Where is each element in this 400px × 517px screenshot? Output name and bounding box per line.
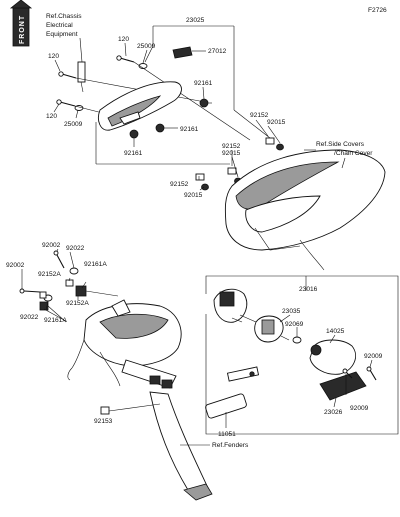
label-120-c: 120 (46, 113, 57, 120)
rear-fender-bracket (67, 299, 213, 501)
label-92022-b: 92022 (20, 314, 39, 321)
label-120-a: 120 (118, 36, 129, 43)
ref-chassis-line2: Electrical (46, 22, 73, 29)
label-23026: 23026 (324, 409, 343, 416)
screw-120-right (116, 55, 135, 63)
label-23035: 23035 (282, 308, 301, 315)
label-92153: 92153 (94, 418, 113, 425)
bracket-92152 (95, 109, 271, 165)
ref-side-covers: Ref.Side Covers /Chain Cover (316, 141, 373, 169)
plate-light-11051 (205, 393, 247, 428)
label-92009-a: 92009 (364, 353, 383, 360)
label-92009-b: 92009 (350, 405, 369, 412)
front-arrow-badge: FRONT (9, 0, 33, 47)
pad-27012 (172, 46, 206, 59)
ref-fenders: Ref.Fenders (180, 442, 249, 449)
part-labels: 23025 27012 120 25009 120 120 25009 9216… (6, 17, 383, 438)
ref-fenders-text: Ref.Fenders (212, 442, 249, 449)
tail-cowl-23025 (98, 81, 182, 131)
collar-92152A (39, 279, 74, 299)
label-92161A-a: 92161A (84, 261, 107, 268)
label-92015-b: 92015 (222, 150, 241, 157)
label-92161-b: 92161 (180, 126, 199, 133)
label-92161-a: 92161 (194, 80, 213, 87)
label-11051: 11051 (218, 431, 236, 438)
ref-chassis-line1: Ref.Chassis (46, 13, 82, 20)
label-92161A-b: 92161A (44, 317, 67, 324)
screw-92002-b (19, 288, 41, 294)
label-92152A-a: 92152A (38, 271, 61, 278)
lens-cover-23026 (319, 371, 367, 401)
screw-120-lower (56, 99, 76, 107)
ref-side-covers-line2: /Chain Cover (334, 150, 373, 157)
nut-92153 (100, 403, 161, 415)
label-92161-c: 92161 (124, 150, 143, 157)
bracket-23025 (144, 25, 235, 110)
screw-120-top (58, 71, 77, 79)
screws-92009 (342, 366, 377, 381)
connector-plug (77, 61, 86, 93)
bulb-socket-23035 (239, 314, 284, 343)
label-120-b: 120 (48, 53, 59, 60)
screw-92002-a (53, 250, 65, 269)
front-badge-text: FRONT (19, 15, 26, 44)
label-92152A-b: 92152A (66, 300, 89, 307)
ref-side-covers-line1: Ref.Side Covers (316, 141, 365, 148)
label-92069: 92069 (285, 321, 304, 328)
label-23016: 23016 (299, 286, 318, 293)
rear-seat-cowl (224, 149, 386, 271)
plate-light-mount (226, 366, 260, 382)
label-92152-a: 92152 (250, 112, 269, 119)
label-92015-c: 92015 (184, 192, 203, 199)
lamp-housing-23016 (213, 288, 248, 323)
label-92002-b: 92002 (6, 262, 25, 269)
washer-92022-a (69, 267, 79, 275)
label-92152-b: 92152 (222, 143, 241, 150)
ref-chassis-electrical: Ref.Chassis Electrical Equipment (46, 13, 83, 63)
label-25009-a: 25009 (137, 43, 156, 50)
label-27012: 27012 (208, 48, 227, 55)
tail-light-box (205, 275, 399, 435)
label-92022-a: 92022 (66, 245, 85, 252)
lens-14025 (309, 339, 356, 375)
grommets-92161 (129, 98, 212, 139)
label-14025: 14025 (326, 328, 345, 335)
label-25009-b: 25009 (64, 121, 83, 128)
ref-chassis-line3: Equipment (46, 31, 78, 38)
figure-code: F2726 (368, 7, 387, 14)
label-92152-c: 92152 (170, 181, 189, 188)
bulb-92069 (280, 335, 302, 344)
label-92015-a: 92015 (267, 119, 286, 126)
label-92002-a: 92002 (42, 242, 61, 249)
label-23025: 23025 (186, 17, 205, 24)
